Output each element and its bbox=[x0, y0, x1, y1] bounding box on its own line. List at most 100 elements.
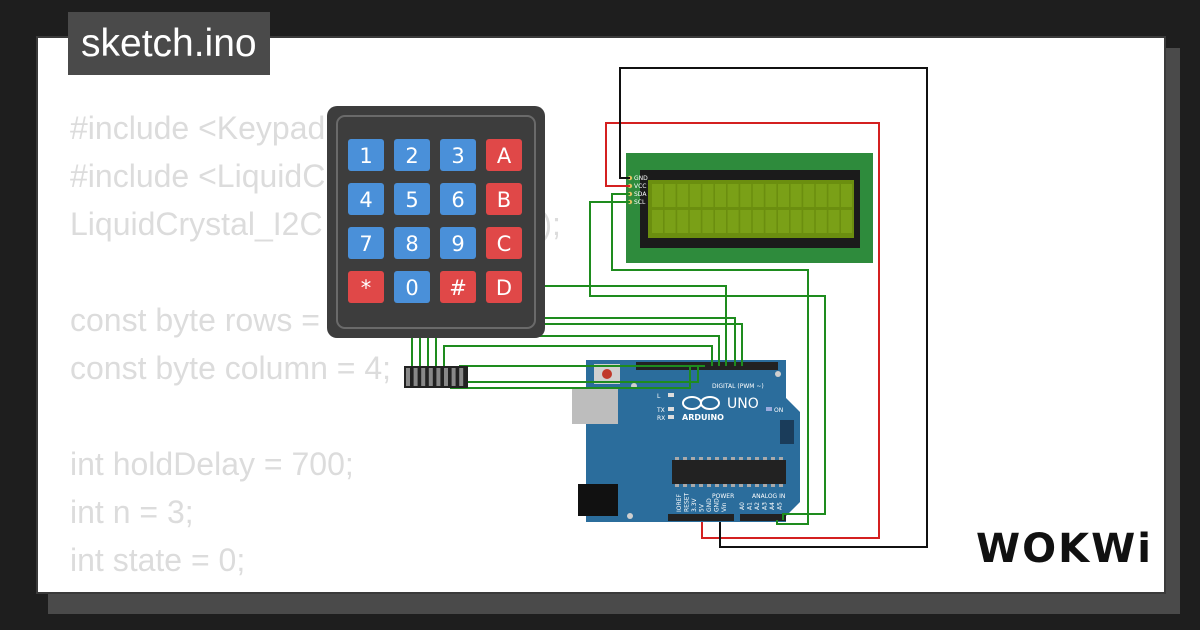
wire-kp-1 bbox=[411, 323, 743, 366]
code-line: const byte column = 4; bbox=[70, 350, 392, 386]
lcd-cell bbox=[664, 210, 676, 233]
mount-hole-3 bbox=[775, 371, 781, 377]
keypad-key-label: # bbox=[449, 276, 467, 300]
analog-pin-label: A5 bbox=[777, 502, 784, 510]
keypad-key-#[interactable]: # bbox=[440, 271, 476, 303]
chip-pin bbox=[755, 457, 759, 460]
mount-hole-2 bbox=[627, 513, 633, 519]
lcd-cell bbox=[790, 210, 802, 233]
chip-pin bbox=[771, 484, 775, 487]
keypad-key-*[interactable]: * bbox=[348, 271, 384, 303]
chip-pin bbox=[683, 457, 687, 460]
power-pin-label: GND bbox=[714, 498, 721, 512]
lcd-cell bbox=[841, 210, 852, 233]
chip-pin bbox=[747, 484, 751, 487]
analog-header bbox=[740, 514, 786, 521]
keypad-key-8[interactable]: 8 bbox=[394, 227, 430, 259]
chip-pin bbox=[691, 484, 695, 487]
usb-connector bbox=[572, 388, 618, 424]
lcd-pin-label: SDA bbox=[634, 191, 647, 198]
power-pin-label: RESET bbox=[684, 492, 691, 512]
keypad-key-A[interactable]: A bbox=[486, 139, 522, 171]
lcd-cell bbox=[677, 210, 689, 233]
lcd-cell bbox=[677, 184, 689, 207]
keypad-key-5[interactable]: 5 bbox=[394, 183, 430, 215]
keypad-key-label: 3 bbox=[451, 144, 464, 168]
wire-gnd bbox=[619, 67, 928, 548]
chip-pin bbox=[715, 484, 719, 487]
keypad-key-label: 1 bbox=[359, 144, 372, 168]
chip-pin bbox=[731, 457, 735, 460]
keypad-key-7[interactable]: 7 bbox=[348, 227, 384, 259]
led bbox=[668, 415, 674, 419]
chip-pin bbox=[747, 457, 751, 460]
keypad-key-label: 7 bbox=[359, 232, 372, 256]
reset-cap[interactable] bbox=[602, 369, 612, 379]
wire-vcc bbox=[605, 122, 880, 539]
chip-pin bbox=[731, 484, 735, 487]
chip-pin bbox=[683, 484, 687, 487]
wire-kp-2 bbox=[419, 317, 736, 366]
keypad-key-label: D bbox=[496, 276, 512, 300]
keypad-key-1[interactable]: 1 bbox=[348, 139, 384, 171]
lcd-pin-label: VCC bbox=[634, 183, 646, 190]
keypad-key-0[interactable]: 0 bbox=[394, 271, 430, 303]
keypad-key-label: 5 bbox=[405, 188, 418, 212]
keypad-key-6[interactable]: 6 bbox=[440, 183, 476, 215]
power-header bbox=[668, 514, 734, 521]
keypad-key-label: 2 bbox=[405, 144, 418, 168]
lcd-cell bbox=[765, 184, 777, 207]
keypad-key-label: 0 bbox=[405, 276, 418, 300]
lcd-cell bbox=[803, 184, 815, 207]
keypad-key-label: 9 bbox=[451, 232, 464, 256]
analog-pin-label: A2 bbox=[754, 502, 761, 510]
led bbox=[668, 393, 674, 397]
lcd-cell bbox=[841, 184, 852, 207]
analog-pin-label: A3 bbox=[762, 502, 769, 510]
keypad-key-label: A bbox=[497, 144, 512, 168]
led-label-l: L bbox=[657, 393, 661, 400]
wire-kp-7 bbox=[452, 366, 699, 383]
keypad-frame bbox=[336, 115, 536, 329]
wire-kp-5 bbox=[443, 345, 713, 366]
connector-pin bbox=[436, 368, 441, 386]
chip-pin bbox=[675, 484, 679, 487]
lcd-cell bbox=[778, 184, 789, 207]
lcd-cell bbox=[715, 210, 726, 233]
chip-pin bbox=[755, 484, 759, 487]
chip-pins bbox=[675, 457, 783, 487]
power-pin-label: 3.3V bbox=[691, 497, 698, 512]
connector-pin bbox=[444, 368, 448, 386]
atmega-chip bbox=[672, 460, 786, 484]
lcd-cell bbox=[740, 210, 752, 233]
chip-pin bbox=[779, 484, 783, 487]
chip-pin bbox=[723, 484, 727, 487]
connector-pin bbox=[459, 368, 464, 386]
keypad-key-9[interactable]: 9 bbox=[440, 227, 476, 259]
keypad-key-2[interactable]: 2 bbox=[394, 139, 430, 171]
power-jack bbox=[578, 484, 618, 516]
analog-pin-label: A4 bbox=[769, 502, 776, 510]
code-line: int n = 3; bbox=[70, 494, 194, 530]
connector-pin bbox=[428, 368, 433, 386]
sketch-filename: sketch.ino bbox=[68, 12, 270, 75]
keypad-key-label: B bbox=[497, 188, 511, 212]
connector-pin bbox=[421, 368, 426, 386]
keypad-key-4[interactable]: 4 bbox=[348, 183, 384, 215]
digital-header bbox=[636, 362, 778, 370]
arduino-logo-icon bbox=[682, 396, 720, 410]
connector-pin bbox=[406, 368, 410, 386]
keypad-key-3[interactable]: 3 bbox=[440, 139, 476, 171]
keypad-key-C[interactable]: C bbox=[486, 227, 522, 259]
icsp-header bbox=[780, 420, 794, 444]
chip-pin bbox=[771, 457, 775, 460]
chip-pin bbox=[699, 457, 703, 460]
keypad-key-B[interactable]: B bbox=[486, 183, 522, 215]
lcd-pin-label: SCL bbox=[634, 199, 646, 206]
keypad-key-D[interactable]: D bbox=[486, 271, 522, 303]
analog-pin-label: A0 bbox=[739, 502, 746, 510]
lcd-cell bbox=[803, 210, 815, 233]
